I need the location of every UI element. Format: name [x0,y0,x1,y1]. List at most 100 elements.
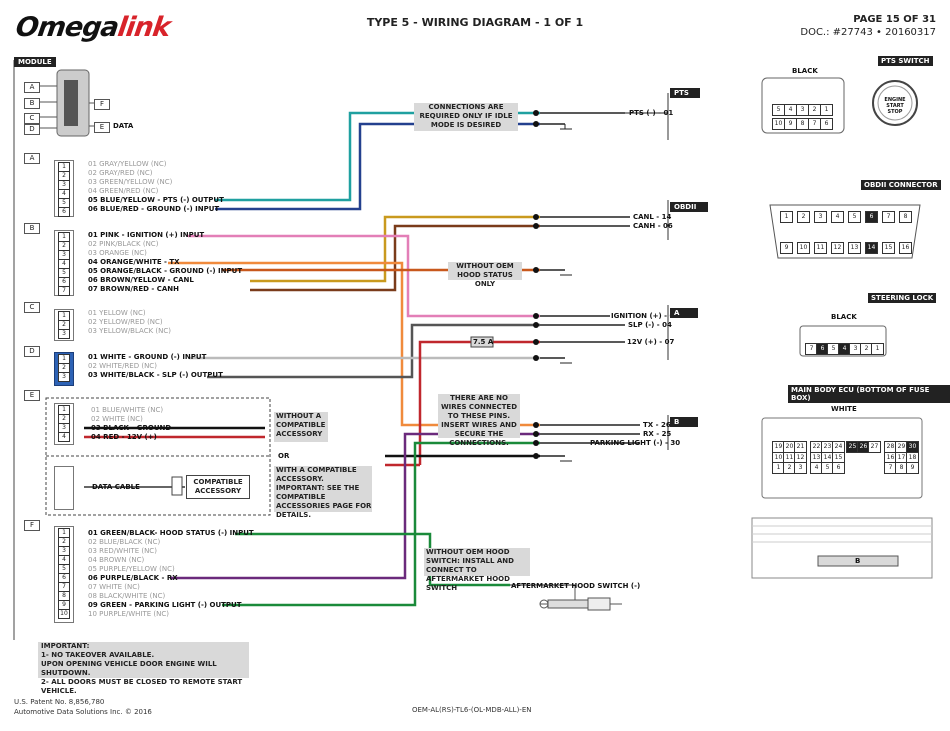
connB-wire-label: 06 BROWN/YELLOW - CANL [88,276,194,284]
patent-text: U.S. Patent No. 8,856,780 [14,698,105,706]
compatible-accessory-box: COMPATIBLE ACCESSORY [186,475,250,499]
conn-b-letter: B [24,223,40,234]
label-ignition: IGNITION (+) - 06 [611,312,680,320]
connA-wire-label: 04 GREEN/RED (NC) [88,187,159,195]
connC-wire-label: 01 YELLOW (NC) [88,309,146,317]
obd-pin: 4 [831,211,844,223]
pts-pin: 6 [820,118,833,130]
page-title: TYPE 5 - WIRING DIAGRAM - 1 OF 1 [366,16,584,29]
note-with-accessory: WITH A COMPATIBLE ACCESSORY. IMPORTANT: … [274,466,372,519]
connC-wire-label: 02 YELLOW/RED (NC) [88,318,163,326]
connA-wire-label: 02 GRAY/RED (NC) [88,169,153,177]
connF-wire-label: 02 BLUE/BLACK (NC) [88,538,161,546]
wire-pink [188,234,540,318]
connB-wire-label: 04 ORANGE/WHITE - TX [88,258,180,266]
connE-wire-label: 04 RED - 12V (+) [91,433,157,441]
steer-pin: 7 [805,343,818,355]
connF-wire-label: 06 PURPLE/BLACK - RX [88,574,178,582]
obdii-header: OBDII CONNECTOR [861,180,941,190]
connA-wire-label: 01 GRAY/YELLOW (NC) [88,160,167,168]
module-letter-f: F [94,99,110,110]
conn-a-letter: A [24,153,40,164]
label-12v: 12V (+) - 07 [627,338,675,346]
tab-b: B [670,417,698,427]
connA-wire-label: 03 GREEN/YELLOW (NC) [88,178,173,186]
module-tab: MODULE [14,57,56,67]
module-letter-c: C [24,113,40,124]
conn-c-letter: C [24,302,40,313]
wire-brown-red [250,224,540,292]
label-canl: CANL - 14 [633,213,672,221]
important-line-4: 2- ALL DOORS MUST BE CLOSED TO REMOTE ST… [41,678,243,695]
connA-pin-6: 6 [58,207,70,217]
data-cable-label: DATA CABLE [92,483,140,491]
label-canh: CANH - 06 [633,222,673,230]
note-hood-status: WITHOUT OEM HOOD STATUS ONLY [448,262,522,288]
note-no-wires: THERE ARE NO WIRES CONNECTED TO THESE PI… [438,394,520,447]
label-parking: PARKING LIGHT (-) - 30 [590,439,681,447]
module-letter-d: D [24,124,40,135]
ecu-white-label: WHITE [831,405,857,413]
pts-switch-header: PTS SWITCH [878,56,933,66]
module-data-label: DATA [113,122,134,130]
connE-wire-label: 02 WHITE (NC) [91,415,143,423]
note-idle: CONNECTIONS ARE REQUIRED ONLY IF IDLE MO… [414,103,518,131]
obd-pin: 12 [831,242,844,254]
ecu-pin: 9 [906,462,919,474]
obd-pin: 1 [780,211,793,223]
tab-obdii: OBDII [670,202,708,212]
module-window [64,80,78,126]
ecu-pin: 6 [832,462,845,474]
connE-pin-4: 4 [58,432,70,442]
obd-pin: 7 [882,211,895,223]
ecu-pin: 21 [794,441,807,453]
pts-black-label: BLACK [792,67,818,75]
connD-wire-label: 01 WHITE - GROUND (-) INPUT [88,353,207,361]
note-hood-switch: WITHOUT OEM HOOD SWITCH: INSTALL AND CON… [424,548,530,592]
connB-wire-label: 05 ORANGE/BLACK - GROUND (-) INPUT [88,267,243,275]
obd-pin: 3 [814,211,827,223]
page-number: PAGE 15 OF 31 [853,14,936,25]
connF-wire-label: 04 BROWN (NC) [88,556,145,564]
note-without-accessory: WITHOUT A COMPATIBLE ACCESSORY [274,412,328,442]
doc-code: OEM-AL(RS)-TL6-(OL-MDB-ALL)-EN [412,706,532,714]
wire-blue-red [215,122,540,211]
connA-wire-label: 06 BLUE/RED - GROUND (-) INPUT [88,205,220,213]
ecu-pin: 18 [906,452,919,464]
connE-wire-label: 01 BLUE/WHITE (NC) [91,406,164,414]
conn-d-letter: D [24,346,40,357]
fuse-label: 7.5 A [473,338,494,346]
connF-wire-label: 05 PURPLE/YELLOW (NC) [88,565,175,573]
ecu-pin: 27 [868,441,881,453]
connC-wire-label: 03 YELLOW/BLACK (NC) [88,327,171,335]
engine-start-stop-button: ENGINE START STOP [884,97,906,115]
connE-wire-label: 03 BLACK - GROUND [91,424,172,432]
wire-red-12v [418,340,540,465]
module-letter-e: E [94,122,110,133]
connF-wire-label: 08 BLACK/WHITE (NC) [88,592,166,600]
label-tx: TX - 26 [643,421,671,429]
connF-pin-10: 10 [58,609,70,619]
label-pts: PTS (-) - 01 [629,109,674,117]
label-rx: RX - 25 [643,430,672,438]
obd-pin: 16 [899,242,912,254]
obd-pin: 14 [865,242,878,254]
obd-pin: 8 [899,211,912,223]
important-line-2: 1- NO TAKEOVER AVAILABLE. [41,651,155,659]
wire-white-black [207,323,540,379]
connA-wire-label: 05 BLUE/YELLOW - PTS (-) OUTPUT [88,196,224,204]
connF-wire-label: 07 WHITE (NC) [88,583,140,591]
ecu-b-label: B [855,557,861,565]
copyright-text: Automotive Data Solutions Inc. © 2016 [14,708,152,716]
engine-btn-line3: STOP [887,109,903,115]
obd-pin: 2 [797,211,810,223]
connB-wire-label: 02 PINK/BLACK (NC) [88,240,159,248]
engine-btn-line1: ENGINE [884,97,906,103]
module-letter-a: A [24,82,40,93]
obd-pin: 6 [865,211,878,223]
steer-pin: 1 [871,343,884,355]
engine-btn-line2: START [886,103,904,109]
pts-pin: 1 [820,104,833,116]
tab-a: A [670,308,698,318]
note-or: OR [278,452,290,460]
